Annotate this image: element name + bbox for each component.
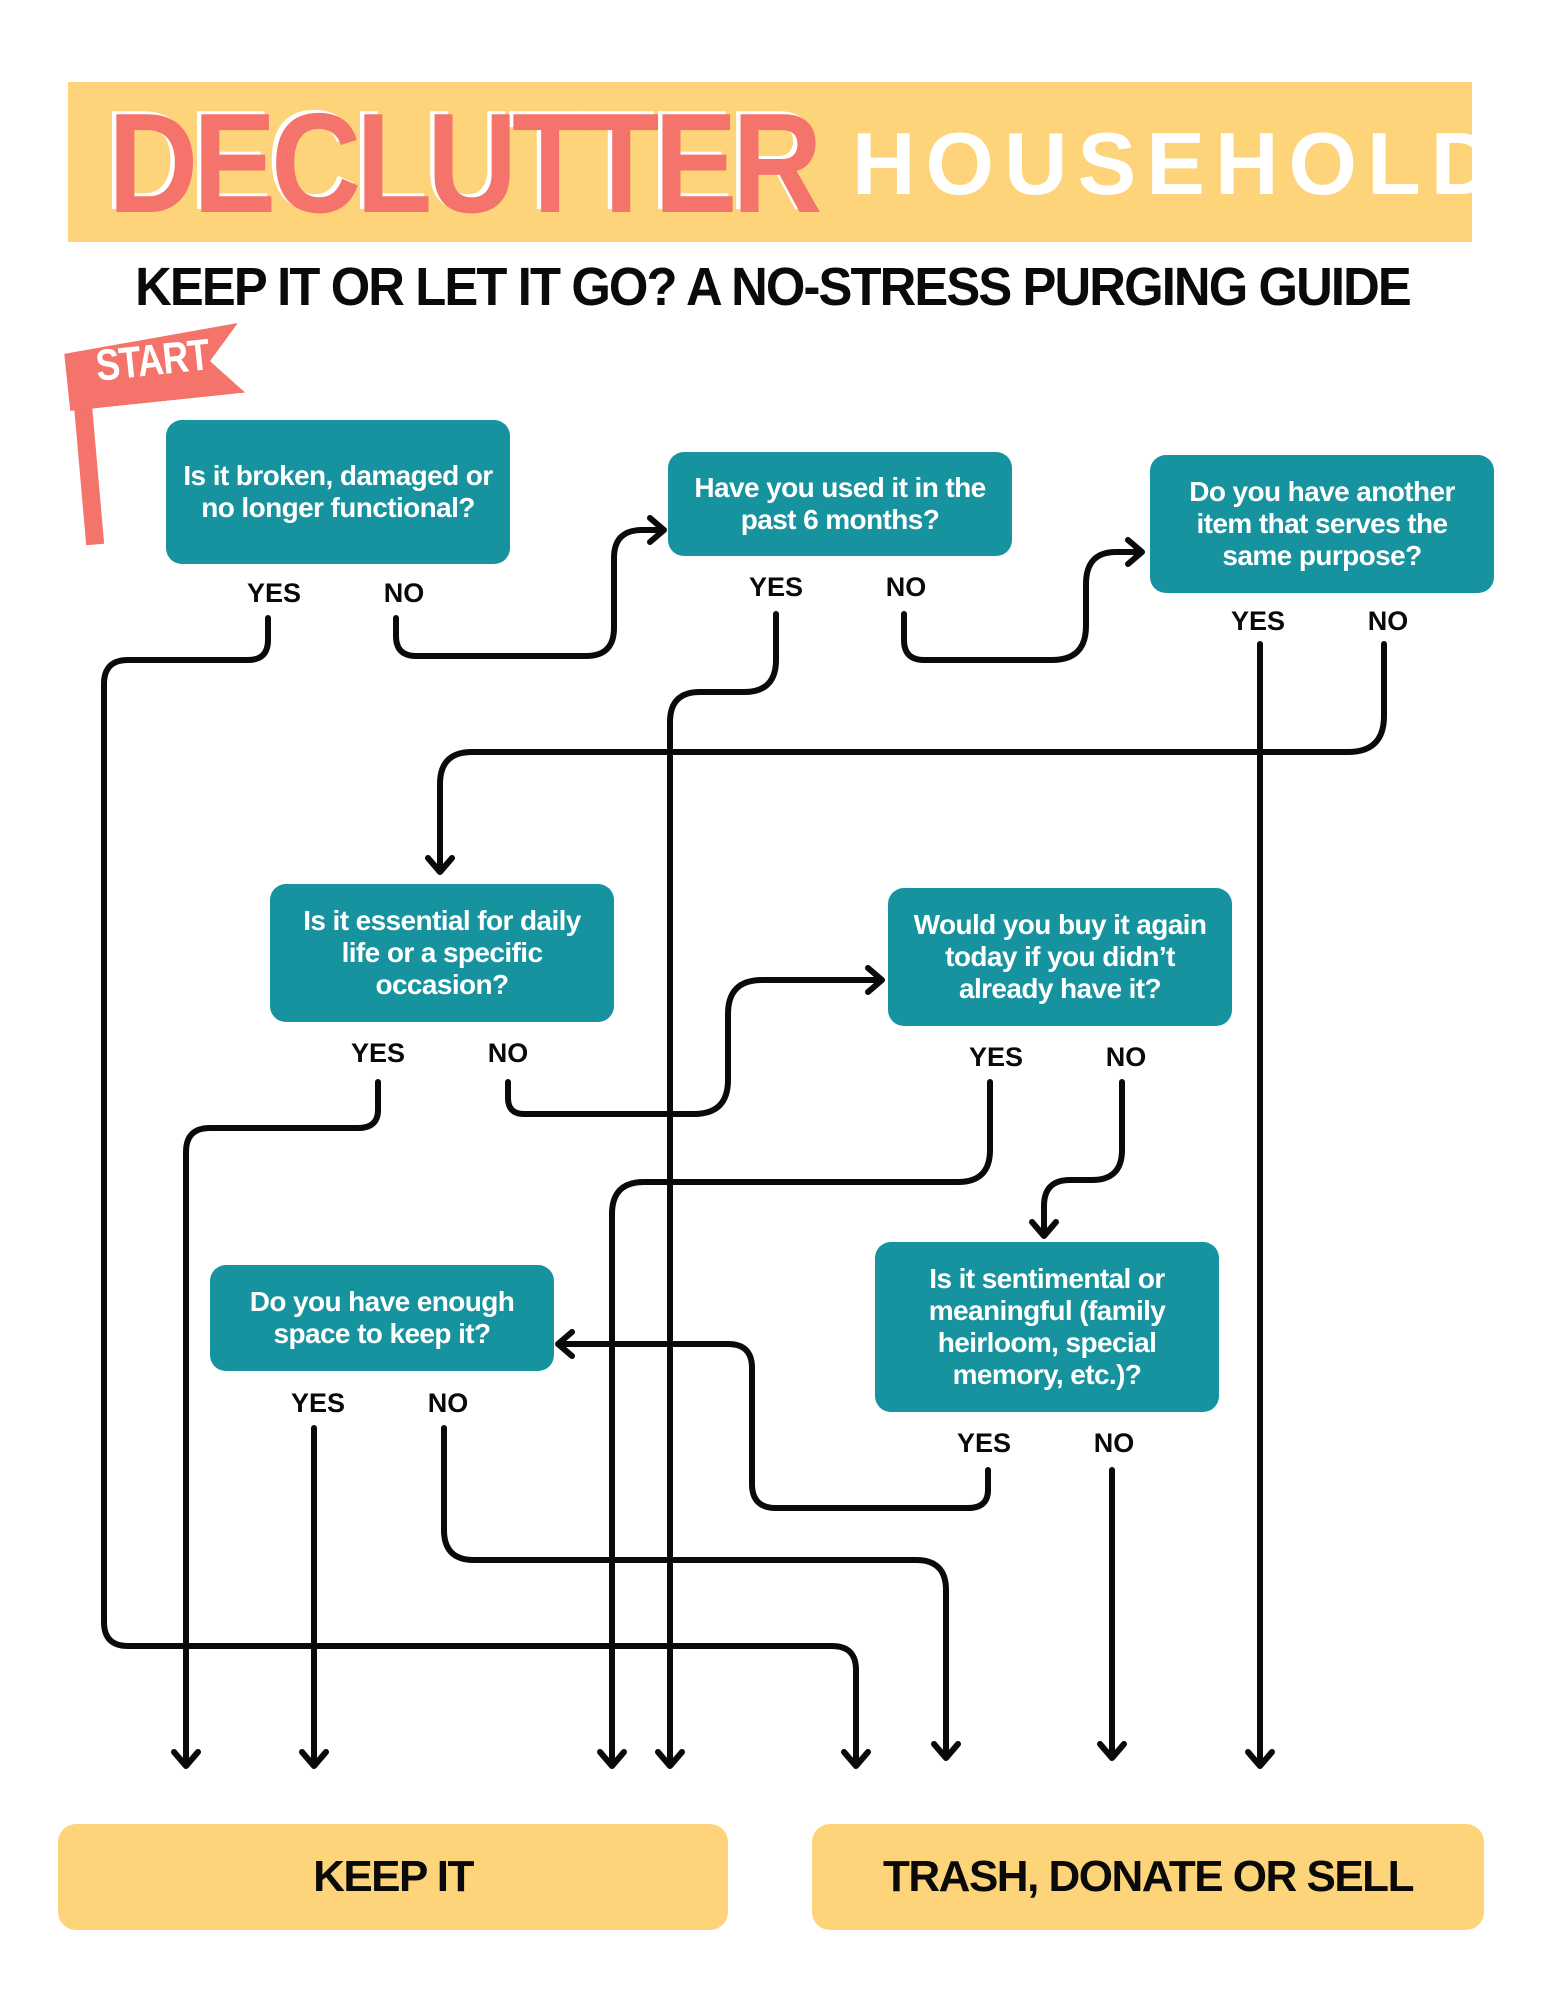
answer-q3-yes: YES [1230,606,1286,636]
connector-q1-no [393,527,665,659]
question-enough-space-text: Do you have enough space to keep it? [249,1286,515,1349]
answer-q2-yes: YES [748,572,804,602]
outcome-keep: KEEP IT [58,1824,728,1930]
arrowhead-discard-5 [1245,1749,1275,1769]
question-duplicate-item: Do you have another item that serves the… [1150,455,1494,593]
answer-q6-no: NO [1093,1428,1135,1458]
connector-q1-yes [101,615,859,1765]
outcome-discard: TRASH, DONATE OR SELL [812,1824,1484,1930]
question-sentimental-text: Is it sentimental or meaningful (family … [928,1263,1166,1390]
connector-q4-yes [183,1079,381,1765]
answer-q7-yes: YES [290,1388,346,1418]
connector-q7-no [441,1425,949,1757]
answer-q5-yes: YES [968,1042,1024,1072]
arrowhead-q6-yes [555,1329,575,1359]
arrowhead-discard-4 [1097,1741,1127,1761]
question-buy-again-text: Would you buy it again today if you didn… [913,909,1207,1004]
title-banner [68,82,1472,242]
connector-q2-no [901,549,1143,663]
answer-q1-yes: YES [246,578,302,608]
connector-q4-no [505,977,883,1117]
arrowhead-q4-no [865,965,885,995]
question-sentimental: Is it sentimental or meaningful (family … [875,1242,1219,1412]
answer-q3-no: NO [1367,606,1409,636]
question-essential-text: Is it essential for daily life or a spec… [303,905,581,1000]
answer-q6-yes: YES [956,1428,1012,1458]
question-broken: Is it broken, damaged or no longer funct… [166,420,510,564]
question-buy-again: Would you buy it again today if you didn… [888,888,1232,1026]
arrowhead-discard-3 [931,1741,961,1761]
answer-q4-yes: YES [350,1038,406,1068]
answer-q1-no: NO [383,578,425,608]
page-title-secondary: HOUSEHOLD [852,114,1505,213]
arrowhead-keep-2 [299,1749,329,1769]
arrowhead-q1-no [647,515,667,545]
question-enough-space: Do you have enough space to keep it? [210,1265,554,1371]
connector-q5-yes [609,1079,993,1765]
answer-q7-no: NO [427,1388,469,1418]
connector-q2-yes [667,611,779,1765]
connector-q5-no [1041,1079,1125,1237]
connector-q3-no [437,641,1387,873]
arrowhead-discard-2 [841,1749,871,1769]
arrowhead-q5-no [1029,1219,1059,1239]
connector-q6-yes [557,1341,991,1511]
arrowhead-keep-1 [171,1749,201,1769]
arrowhead-discard-1 [655,1749,685,1769]
answer-q5-no: NO [1105,1042,1147,1072]
question-broken-text: Is it broken, damaged or no longer funct… [183,460,493,523]
answer-q2-no: NO [885,572,927,602]
arrowhead-q2-no [1125,537,1145,567]
outcome-keep-label: KEEP IT [313,1852,474,1901]
question-used-recently: Have you used it in the past 6 months? [668,452,1012,556]
outcome-discard-label: TRASH, DONATE OR SELL [883,1852,1414,1901]
page-subtitle: KEEP IT OR LET IT GO? A NO-STRESS PURGIN… [135,257,1412,317]
question-duplicate-item-text: Do you have another item that serves the… [1189,476,1455,571]
arrowhead-keep-3 [597,1749,627,1769]
question-essential: Is it essential for daily life or a spec… [270,884,614,1022]
question-used-recently-text: Have you used it in the past 6 months? [694,472,986,535]
page-title-main: DECLUTTER [108,84,822,243]
arrowhead-q3-no [425,855,455,875]
answer-q4-no: NO [487,1038,529,1068]
